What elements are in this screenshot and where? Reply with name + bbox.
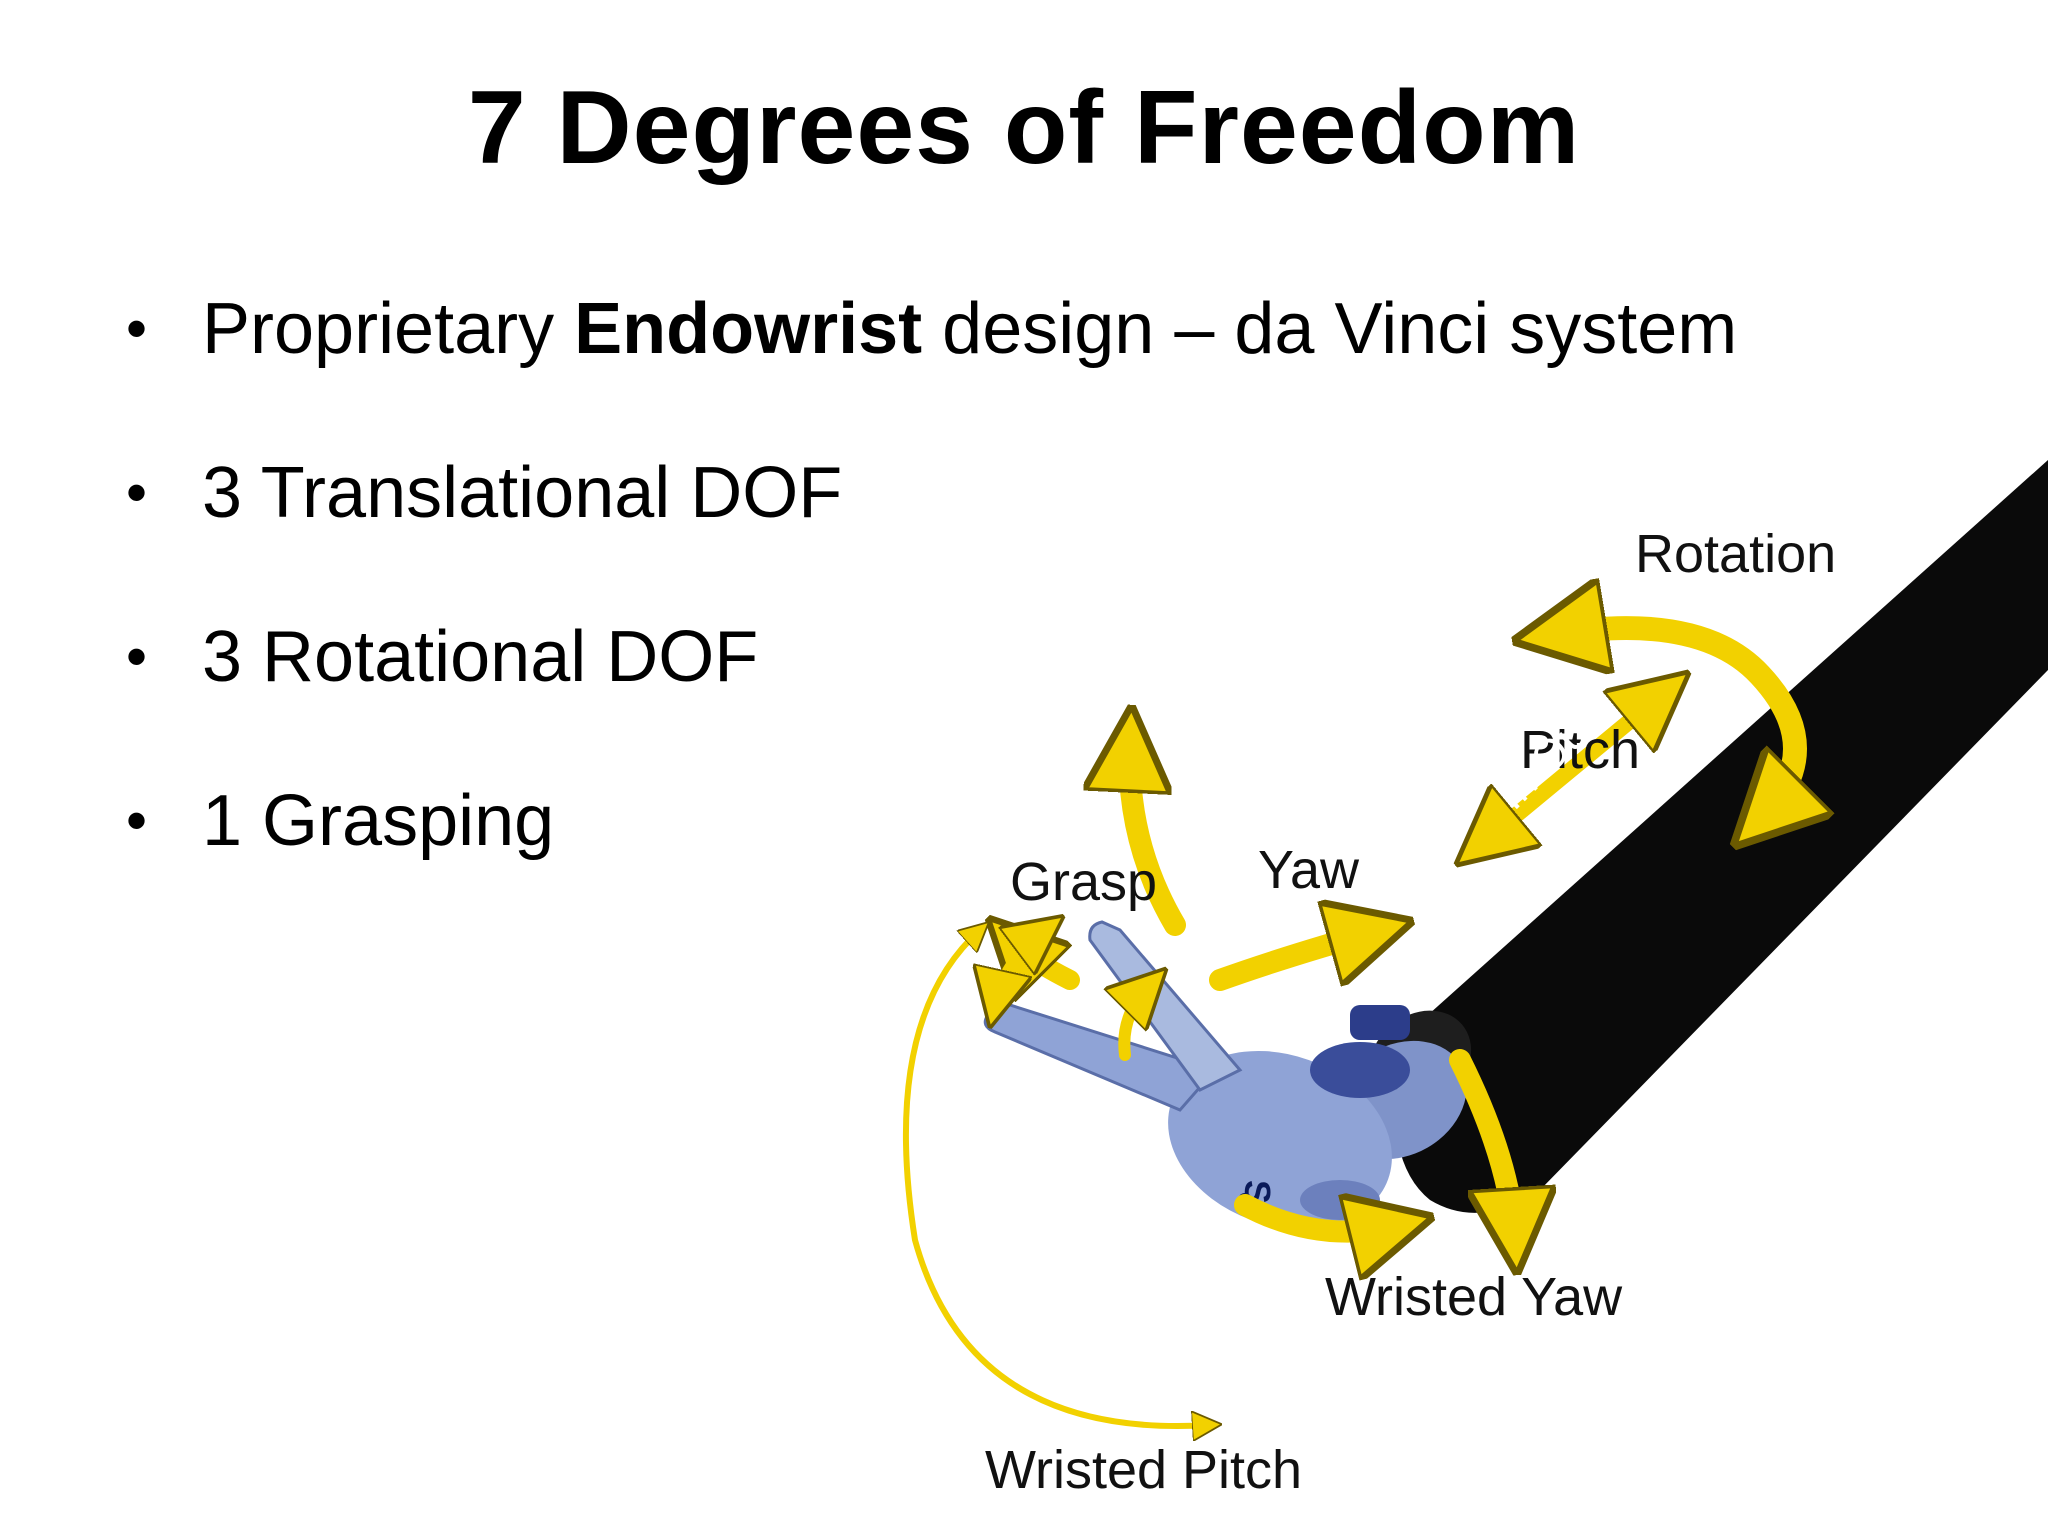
bullet-item-rotational: • 3 Rotational DOF <box>118 614 1737 700</box>
motion-arrows <box>902 628 1795 1426</box>
bullet-dot: • <box>126 787 148 854</box>
bullet-text-bold: Endowrist <box>574 289 923 369</box>
label-wristed-yaw: Wristed Yaw <box>1325 1267 1623 1327</box>
label-wristed-pitch: Wristed Pitch <box>985 1440 1302 1500</box>
label-yaw: Yaw <box>1258 840 1360 900</box>
bullet-text-prefix: Proprietary <box>202 289 575 369</box>
bullet-text: 3 Translational DOF <box>202 453 843 533</box>
bullet-item-grasping: • 1 Grasping <box>118 778 1737 864</box>
endowrist-diagram: SI Rotation Pitch In Out Yaw Grasp <box>902 460 2048 1500</box>
rotation-arrow <box>1550 628 1795 820</box>
label-grasp: Grasp <box>1010 852 1157 912</box>
endowrist-figure: SI Rotation Pitch In Out Yaw Grasp <box>820 460 2048 1536</box>
label-rotation: Rotation <box>1635 524 1836 584</box>
pitch-arrow-up <box>1130 740 1186 936</box>
bullet-dot: • <box>126 623 148 690</box>
bullet-text-suffix: design – da Vinci system <box>922 289 1738 369</box>
wristed-yaw-arrow <box>1234 1205 1400 1232</box>
bullet-item-endowrist: • Proprietary Endowrist design – da Vinc… <box>118 286 1737 372</box>
yaw-arrow-right <box>1209 930 1380 991</box>
bullet-dot: • <box>126 459 148 526</box>
in-out-arrow <box>1480 692 1665 845</box>
bullet-item-translational: • 3 Translational DOF <box>118 450 1737 536</box>
slide-title: 7 Degrees of Freedom <box>467 70 1581 186</box>
bullet-text: 3 Rotational DOF <box>202 617 759 697</box>
pitch-arrow-down <box>1449 1049 1515 1240</box>
label-pitch: Pitch <box>1520 720 1640 780</box>
bullet-dot: • <box>126 295 148 362</box>
bullet-text: 1 Grasping <box>202 781 555 861</box>
wristed-pitch-arrow <box>902 930 1210 1426</box>
bullet-list: • Proprietary Endowrist design – da Vinc… <box>118 286 1737 942</box>
